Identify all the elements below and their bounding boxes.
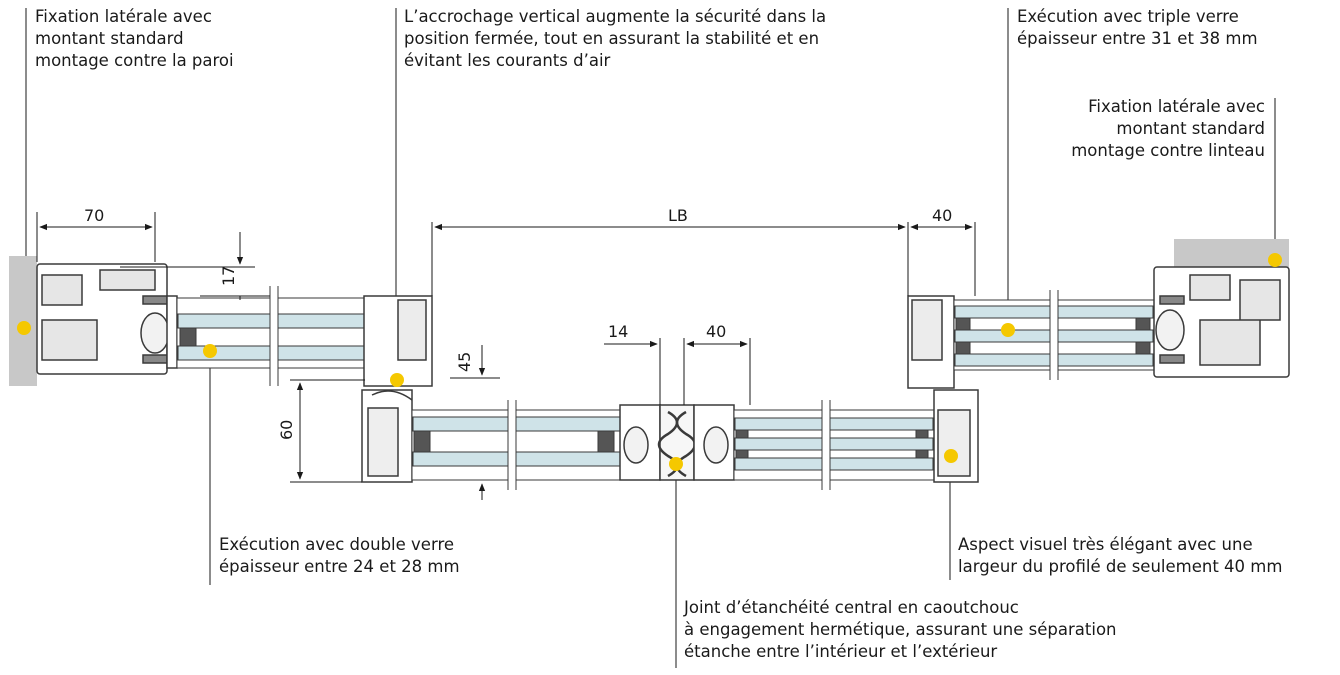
callout-line: Joint d’étanchéité central en caoutchouc xyxy=(684,598,1019,617)
center-left-glass xyxy=(411,400,623,490)
callout-line: Exécution avec triple verre xyxy=(1017,7,1239,26)
left-glass xyxy=(176,286,381,386)
left-frame xyxy=(36,263,178,375)
callout-line: à engagement hermétique, assurant une sé… xyxy=(684,620,1117,639)
marker-dot xyxy=(1001,323,1015,337)
callout-line: Fixation latérale avec xyxy=(35,7,212,26)
dim-40-top: 40 xyxy=(932,206,952,225)
callout-line: position fermée, tout en assurant la sta… xyxy=(404,29,820,48)
callout-line: Aspect visuel très élégant avec une xyxy=(958,535,1253,554)
marker-dot xyxy=(669,457,683,471)
callout-line: étanche entre l’intérieur et l’extérieur xyxy=(684,642,998,661)
leader-lines xyxy=(25,8,1276,668)
center-left-sash xyxy=(361,389,413,483)
dim-70: 70 xyxy=(84,206,104,225)
dim-14: 14 xyxy=(608,322,628,341)
right-glass xyxy=(953,290,1155,380)
dim-40-mid: 40 xyxy=(706,322,726,341)
callout-aspect-visuel: Aspect visuel très élégant avec une larg… xyxy=(958,534,1282,578)
center-right-glass xyxy=(733,400,935,490)
callout-line: évitant les courants d’air xyxy=(404,51,611,70)
callout-fixation-linteau: Fixation latérale avec montant standard … xyxy=(1071,96,1265,162)
marker-dot xyxy=(203,344,217,358)
callout-joint-central: Joint d’étanchéité central en caoutchouc… xyxy=(684,597,1117,663)
callout-line: montant standard xyxy=(35,29,184,48)
callout-line: épaisseur entre 24 et 28 mm xyxy=(219,557,460,576)
callout-line: montant standard xyxy=(1116,119,1265,138)
marker-dots xyxy=(17,253,1282,471)
marker-dot xyxy=(1268,253,1282,267)
wall-left xyxy=(9,256,37,386)
dim-lb: LB xyxy=(668,206,688,225)
callout-line: Fixation latérale avec xyxy=(1088,97,1265,116)
callout-line: épaisseur entre 31 et 38 mm xyxy=(1017,29,1258,48)
right-sash-end xyxy=(907,295,955,389)
callout-line: Exécution avec double verre xyxy=(219,535,455,554)
dim-60: 60 xyxy=(277,420,296,440)
right-frame xyxy=(1153,266,1290,378)
dimension-lines xyxy=(36,212,976,500)
callout-double-verre: Exécution avec double verre épaisseur en… xyxy=(219,534,460,578)
left-sash-end xyxy=(363,295,433,387)
dim-17: 17 xyxy=(219,266,238,286)
callout-triple-verre: Exécution avec triple verre épaisseur en… xyxy=(1017,6,1258,50)
center-right-sash xyxy=(933,389,979,483)
callout-accrochage: L’accrochage vertical augmente la sécuri… xyxy=(404,6,826,72)
callout-line: montage contre linteau xyxy=(1071,141,1265,160)
marker-dot xyxy=(17,321,31,335)
dim-45: 45 xyxy=(455,352,474,372)
center-meeting-stiles xyxy=(619,404,735,481)
callout-line: L’accrochage vertical augmente la sécuri… xyxy=(404,7,827,26)
marker-dot xyxy=(390,373,404,387)
callout-line: montage contre la paroi xyxy=(35,51,234,70)
marker-dot xyxy=(944,449,958,463)
callout-line: largeur du profilé de seulement 40 mm xyxy=(958,557,1283,576)
callout-fixation-paroi: Fixation latérale avec montant standard … xyxy=(35,6,234,72)
